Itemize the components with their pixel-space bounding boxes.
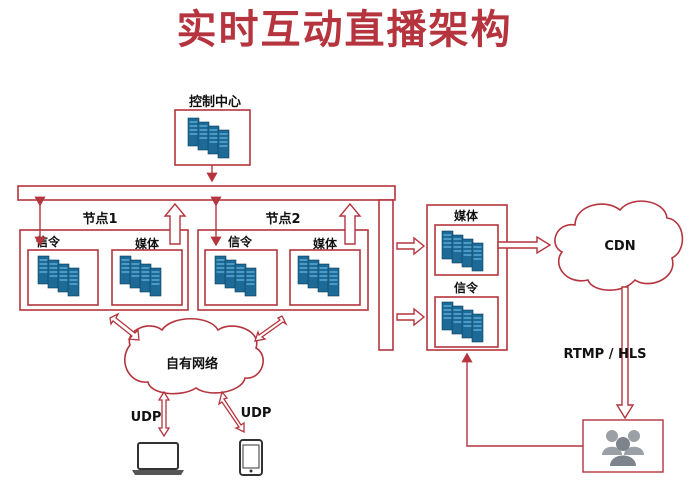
users-icon: [602, 430, 644, 466]
network-cloud: [124, 318, 264, 395]
right-media-label: 媒体: [454, 208, 479, 223]
node2-media-label: 媒体: [313, 236, 338, 251]
right-signal-label: 信令: [454, 280, 479, 295]
laptop-icon: [132, 442, 184, 475]
network-label: 自有网络: [166, 356, 218, 372]
cdn-cloud: [554, 200, 684, 291]
page-title: 实时互动直播架构: [176, 7, 513, 53]
node1-media-label: 媒体: [135, 236, 160, 251]
bus-bar: [17, 185, 396, 201]
node2-label: 节点2: [265, 211, 300, 227]
udp-left-label: UDP: [131, 410, 162, 425]
control-center-label: 控制中心: [189, 94, 241, 110]
phone-icon: [239, 439, 263, 476]
protocol-label: RTMP / HLS: [563, 347, 646, 362]
udp-right-label: UDP: [241, 406, 272, 421]
vertical-bus: [378, 199, 394, 351]
node1-label: 节点1: [82, 211, 117, 227]
node2-signal-label: 信令: [228, 234, 253, 249]
cdn-label: CDN: [604, 239, 635, 254]
